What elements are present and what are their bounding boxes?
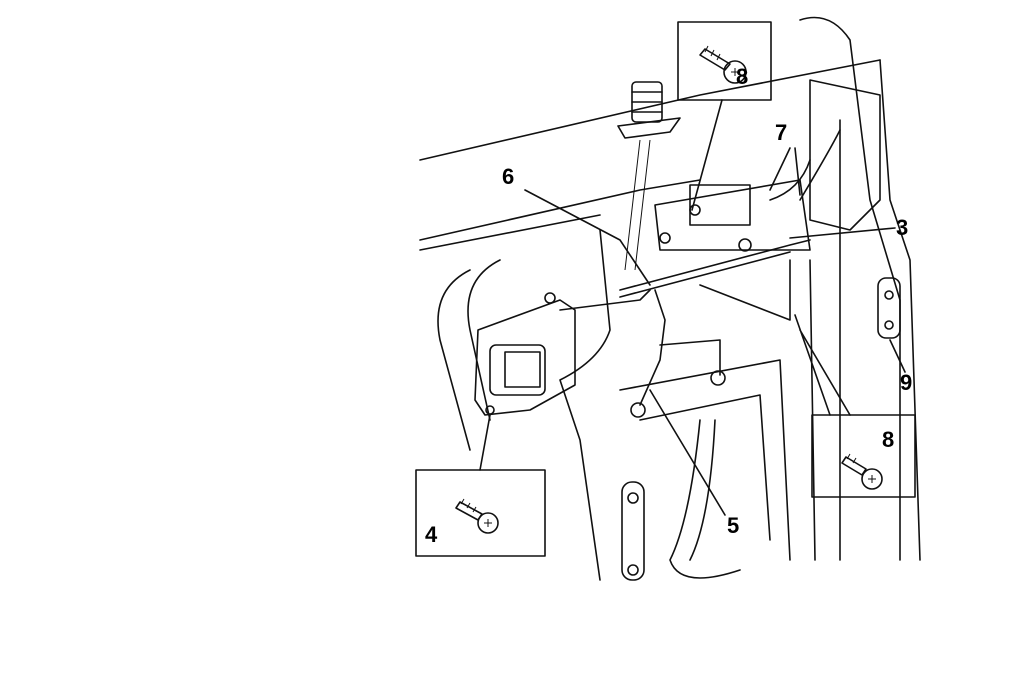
callout-label-4: 4	[425, 522, 438, 547]
leader-lines	[479, 99, 906, 516]
callout-label-3: 3	[896, 215, 909, 240]
door-panel-outline	[419, 16, 921, 581]
screw-icon	[455, 498, 499, 534]
callout-label-8-top: 8	[736, 64, 749, 89]
lock-mechanism	[619, 79, 901, 339]
screw-icon	[699, 45, 747, 84]
callout-label-9: 9	[900, 370, 913, 395]
screw-icons	[455, 45, 883, 534]
callout-label-8-right: 8	[882, 427, 895, 452]
callout-label-6: 6	[502, 164, 515, 189]
bump-stop	[617, 81, 681, 271]
screw-icon	[841, 453, 883, 490]
callout-label-7: 7	[775, 120, 788, 145]
callout-label-5: 5	[727, 513, 740, 538]
inner-handle	[474, 289, 741, 581]
